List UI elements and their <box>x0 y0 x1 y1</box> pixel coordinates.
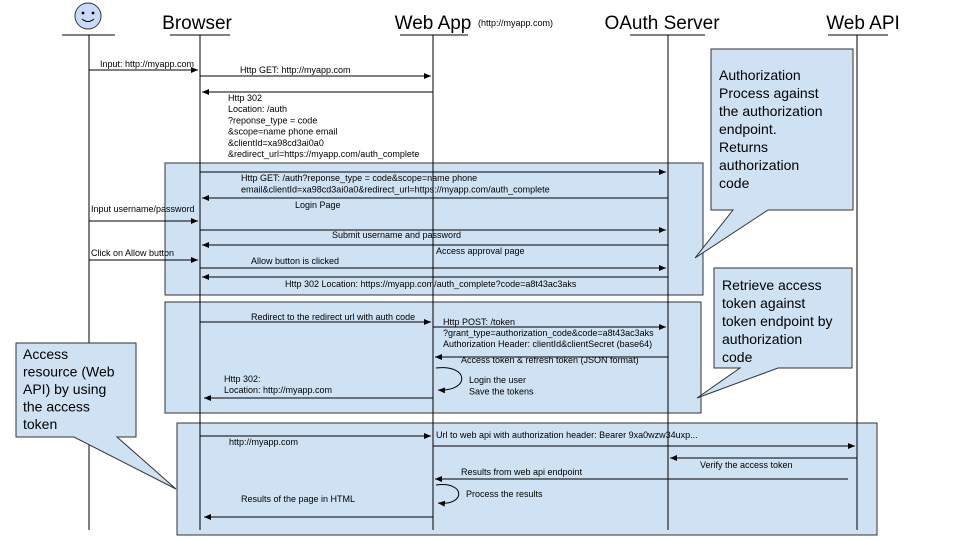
msg-m10: Allow button is clicked <box>251 256 339 266</box>
msg-m3-line: Http 302 <box>228 93 262 103</box>
user-smiley-icon <box>74 2 102 30</box>
msg-m17: http://myapp.com <box>229 437 298 447</box>
note-resource-line: resource (Web <box>23 364 115 380</box>
msg-m1: Input: http://myapp.com <box>100 59 194 69</box>
note-authorization <box>694 48 854 259</box>
msg-m20: Results from web api endpoint <box>461 467 583 477</box>
note-resource-line: Access <box>23 346 68 362</box>
msg-m3-line: &clientId=xa98cd3ai0a0 <box>228 138 324 148</box>
note-authorization-line: the authorization <box>719 103 823 119</box>
note-token-line: token against <box>722 295 805 311</box>
msg-m5: Login Page <box>295 200 341 210</box>
msg-m16-line: Http 302: <box>224 374 261 384</box>
self-loop-m21 <box>435 484 460 507</box>
msg-m12: Redirect to the redirect url with auth c… <box>251 312 415 322</box>
msg-m13-line: ?grant_type=authorization_code&code=a8t4… <box>443 328 654 338</box>
actor-webapp: Web App <box>395 13 472 34</box>
note-token-text: Retrieve access token against token endpoi… <box>722 277 833 365</box>
msg-m13-line: Http POST: /token <box>443 317 515 327</box>
msg-m21: Process the results <box>466 489 543 499</box>
authorization-phase-box <box>164 162 704 296</box>
note-token-line: authorization <box>722 331 802 347</box>
msg-m11: Http 302 Location: https://myapp.com/aut… <box>285 279 577 289</box>
msg-m22: Results of the page in HTML <box>241 494 355 504</box>
msg-m4-line: Http GET: /auth?reponse_type = code&scop… <box>241 173 477 183</box>
note-resource-line: the access <box>23 399 90 415</box>
msg-m13-line: Authorization Header: clientId&clientSec… <box>443 339 652 349</box>
msg-m13: Http POST: /token?grant_type=authorizati… <box>443 317 654 349</box>
note-token-line: code <box>722 349 753 365</box>
msg-m19: Verify the access token <box>700 460 793 470</box>
msg-m3-line: &redirect_url=https://myapp.com/auth_com… <box>228 149 419 159</box>
note-resource <box>15 342 177 490</box>
msg-m16-line: Location: http://myapp.com <box>224 385 332 395</box>
actor-webapi: Web API <box>826 13 900 34</box>
msg-m4: Http GET: /auth?reponse_type = code&scop… <box>241 173 550 195</box>
note-resource-line: token <box>23 416 57 432</box>
msg-m2: Http GET: http://myapp.com <box>240 65 351 75</box>
msg-m6: Input username/password <box>91 204 195 214</box>
msg-m16: Http 302:Location: http://myapp.com <box>224 374 332 395</box>
msg-m7: Submit username and password <box>332 230 461 240</box>
note-token-line: Retrieve access <box>722 277 822 293</box>
msg-m15-line: Login the user <box>469 375 526 385</box>
note-token <box>696 267 853 399</box>
msg-m9: Click on Allow button <box>91 248 174 258</box>
actor-browser: Browser <box>162 13 232 34</box>
note-authorization-line: Returns <box>719 139 768 155</box>
note-authorization-line: Authorization <box>719 67 801 83</box>
msg-m3-line: ?reponse_type = code <box>228 115 317 125</box>
note-authorization-line: code <box>719 175 750 191</box>
note-authorization-line: authorization <box>719 157 799 173</box>
note-token-line: token endpoint by <box>722 313 833 329</box>
msg-m15-line: Save the tokens <box>469 387 534 397</box>
self-loop-m15 <box>435 367 463 394</box>
note-authorization-line: endpoint. <box>719 121 777 137</box>
msg-m18: Url to web api with authorization header… <box>436 430 698 440</box>
note-resource-line: API) by using <box>23 381 106 397</box>
msg-m14: Access token & refresh token (JSON forma… <box>461 355 639 365</box>
msg-m3-line: &scope=name phone email <box>228 127 337 137</box>
msg-m3-line: Location: /auth <box>228 104 287 114</box>
msg-m8: Access approval page <box>436 246 525 256</box>
msg-m4-line: email&clientId=xa98cd3ai0a0&redirect_url… <box>241 185 550 195</box>
note-authorization-line: Process against <box>719 85 819 101</box>
actor-webapp-url: (http://myapp.com) <box>478 18 553 28</box>
actor-oauth: OAuth Server <box>604 13 720 34</box>
